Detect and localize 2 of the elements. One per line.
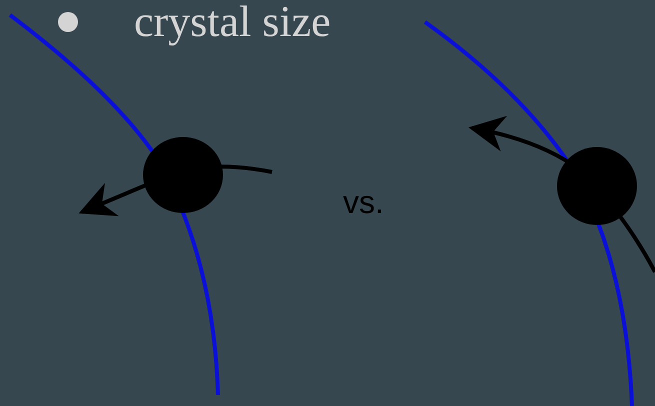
comparison-text: vs. [343,183,384,221]
bullet-text: crystal size [134,0,331,48]
